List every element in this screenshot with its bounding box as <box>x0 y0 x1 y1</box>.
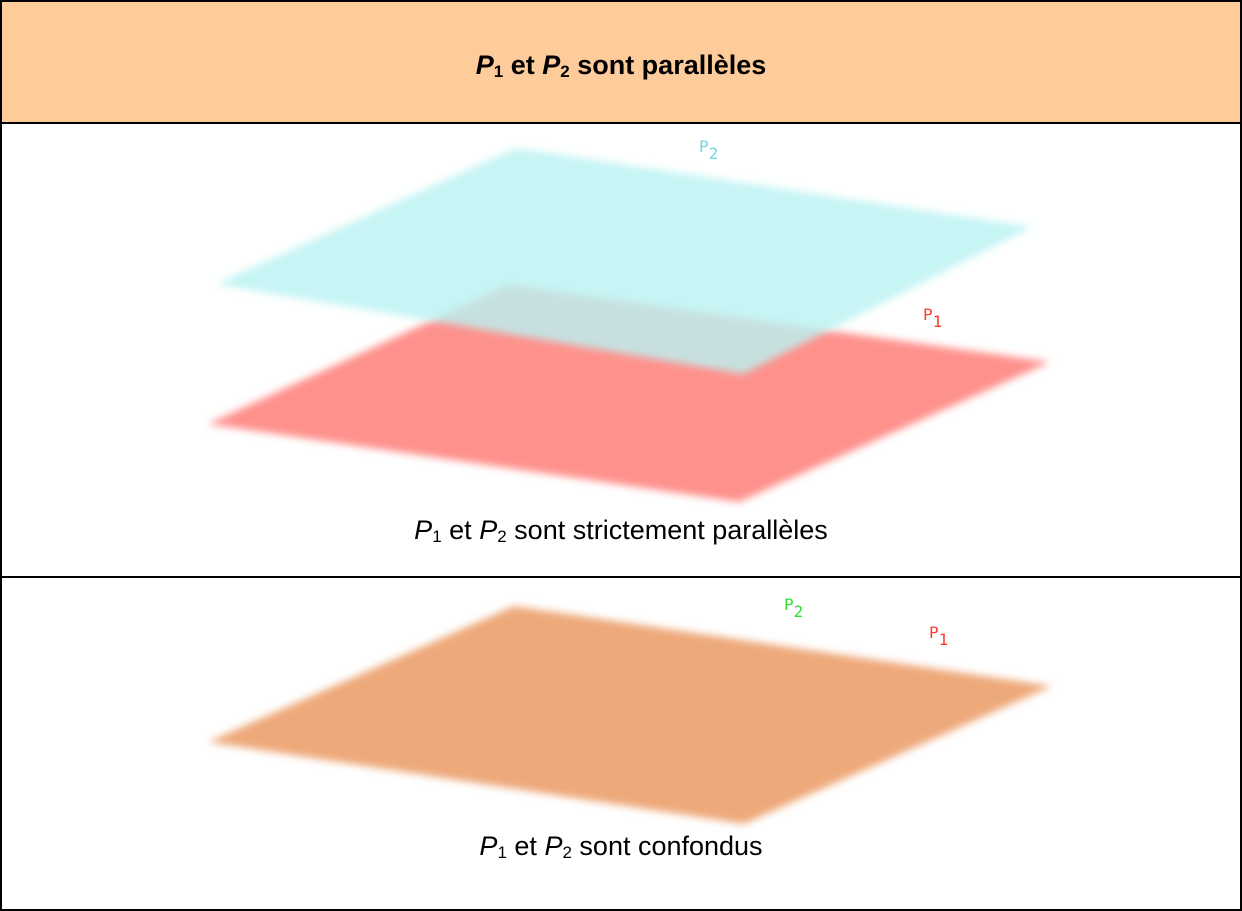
caption-rest-text: sont confondus <box>571 831 763 861</box>
connector-text: et <box>506 831 545 861</box>
table-header: P1 et P2 sont parallèles <box>0 0 1242 124</box>
caption-rest-text: sont strictement parallèles <box>506 515 828 545</box>
coincident-caption: P1 et P2 sont confondus <box>2 831 1240 863</box>
strictly-parallel-cell: P2 P1 P1 et P2 sont strictement parallèl… <box>0 122 1242 578</box>
strictly-parallel-figure: P2 P1 <box>208 137 1050 502</box>
label-p1-strict: P1 <box>923 305 942 331</box>
p1-symbol: P1 <box>414 515 442 546</box>
plane-p1-strict <box>208 285 1050 502</box>
coincident-cell: P2 P1 P1 et P2 sont confondus <box>0 576 1242 911</box>
header-rest-text: sont parallèles <box>569 50 767 80</box>
p2-symbol: P2 <box>544 831 572 862</box>
connector-text: et <box>441 515 480 545</box>
label-p1-confondus: P1 <box>929 623 948 649</box>
p2-symbol: P2 <box>542 50 570 81</box>
header-title: P1 et P2 sont parallèles <box>2 50 1240 82</box>
p1-symbol: P1 <box>479 831 507 862</box>
p2-symbol: P2 <box>479 515 507 546</box>
p1-symbol: P1 <box>475 50 504 81</box>
connector-text: et <box>503 50 543 80</box>
strictly-parallel-caption: P1 et P2 sont strictement parallèles <box>2 515 1240 547</box>
plane-confondus <box>208 606 1052 824</box>
label-p2-strict: P2 <box>699 137 718 163</box>
coincident-figure: P2 P1 <box>208 595 1052 824</box>
plane-p2-strict <box>216 148 1032 374</box>
label-p2-confondus: P2 <box>784 595 803 621</box>
